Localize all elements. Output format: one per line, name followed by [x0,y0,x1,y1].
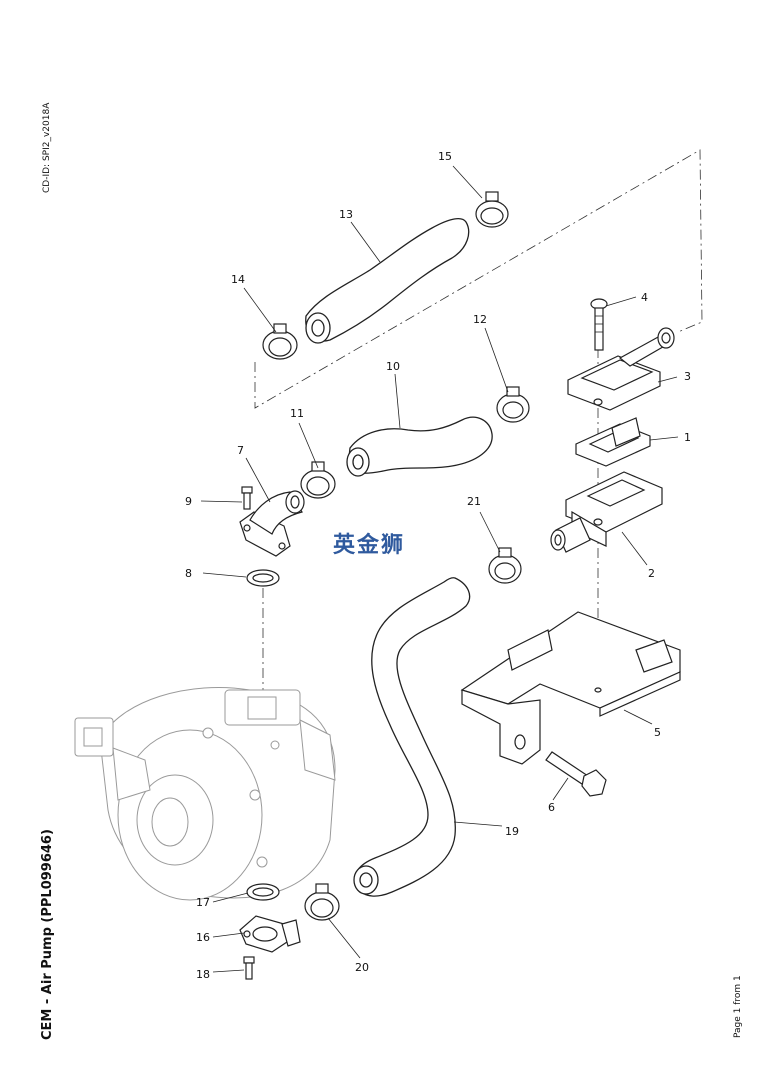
part-12-hose-clamp [496,386,530,423]
part-16-lower-elbow [239,915,301,953]
part-4-bolt [590,298,608,351]
part-7-elbow [239,490,305,557]
part-21-hose-clamp [488,547,522,584]
part-20-hose-clamp [304,883,340,921]
callout-18: 18 [196,968,210,981]
callout-20: 20 [355,961,369,974]
part-17-o-ring [246,883,280,901]
part-14-hose-clamp [262,323,298,360]
callout-12: 12 [473,313,487,326]
callout-1: 1 [684,431,691,444]
callout-9: 9 [185,495,192,508]
air-pump-body [74,687,336,901]
page-title: CEM - Air Pump (PPL099646) [40,829,55,1040]
part-2-valve-housing [550,471,663,553]
callout-3: 3 [684,370,691,383]
callout-21: 21 [467,495,481,508]
callout-13: 13 [339,208,353,221]
cd-id-label: CD-ID: SPI2_v2018A [42,102,52,193]
callout-19: 19 [505,825,519,838]
part-10-middle-hose [346,416,493,477]
callout-8: 8 [185,567,192,580]
callout-4: 4 [641,291,648,304]
leader-lines [200,165,679,973]
part-6-bolt [545,751,607,797]
part-9-screw [241,486,253,510]
callout-7: 7 [237,444,244,457]
part-3-valve-cover [567,327,675,411]
callout-11: 11 [290,407,304,420]
part-18-screw [243,956,255,980]
callout-17: 17 [196,896,210,909]
callout-16: 16 [196,931,210,944]
part-11-hose-clamp [300,461,336,499]
part-1-reed-valve [575,417,651,467]
callout-10: 10 [386,360,400,373]
page-number-label: Page 1 from 1 [733,975,743,1038]
callout-2: 2 [648,567,655,580]
part-15-hose-clamp [475,191,509,228]
callout-14: 14 [231,273,245,286]
watermark-logo: 英金狮 [333,533,406,558]
callout-15: 15 [438,150,452,163]
part-8-o-ring [246,569,280,587]
part-19-lower-hose [353,577,471,897]
callout-numbers: 1 2 3 4 5 6 7 8 9 10 11 12 13 14 15 16 1… [185,150,691,981]
callout-6: 6 [548,801,555,814]
part-13-upper-hose [305,217,470,344]
callout-5: 5 [654,726,661,739]
part-5-bracket [460,611,681,765]
